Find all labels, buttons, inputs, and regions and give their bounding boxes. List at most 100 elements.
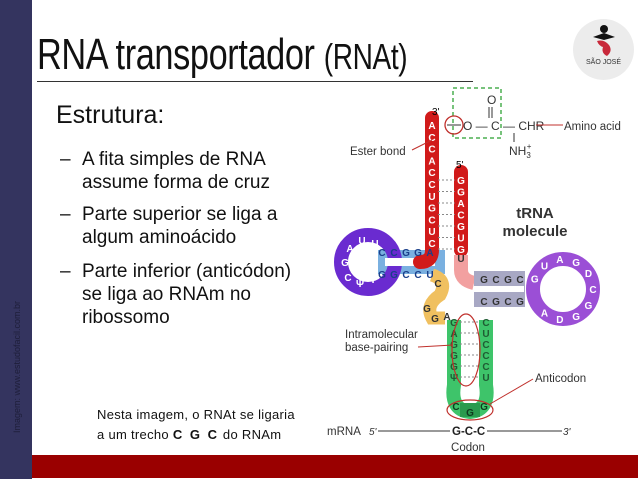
- nucleotide-acceptor-5: G: [457, 222, 465, 233]
- nucleotide-t-loop: A: [556, 255, 563, 266]
- section-heading: Estrutura:: [56, 101, 165, 129]
- nucleotide-d-loop: G: [341, 258, 349, 269]
- nucleotide-d-loop: U: [358, 236, 365, 247]
- nucleotide-d-loop: Ψ: [356, 279, 364, 290]
- nucleotide-t-loop: A: [541, 309, 548, 320]
- nucleotide-t-loop: G: [531, 275, 539, 286]
- logo-emblem-icon: [593, 25, 615, 56]
- bullet-text: A fita simples de RNA assume forma de cr…: [82, 149, 270, 193]
- label-mrna-3: 3': [563, 427, 572, 438]
- logo: SÃO JOSÉ: [573, 19, 634, 80]
- label-trna: tRNA: [516, 205, 554, 222]
- nucleotide-acceptor-5: G: [457, 188, 465, 199]
- nucleotide-acceptor-3: C: [428, 145, 435, 156]
- nucleotide-acceptor-5: G: [457, 245, 465, 256]
- connector-band: [423, 268, 450, 325]
- nucleotide-t-loop: D: [585, 269, 592, 280]
- nucleotide-t-loop: C: [589, 285, 596, 296]
- label-mrna: mRNA: [327, 426, 361, 438]
- nucleotide-d-stem-bottom: U: [426, 270, 433, 281]
- nucleotide-acceptor-5: C: [457, 211, 464, 222]
- chem-chain: O — C — CHR: [463, 119, 545, 133]
- label-codon: Codon: [451, 442, 485, 454]
- nucleotide-anticodon-right: C: [482, 340, 489, 351]
- note-bold-sequence: C G C: [172, 427, 219, 442]
- bullet-text: Parte superior se liga a algum aminoácid…: [82, 204, 278, 248]
- ester-bond-circle: [444, 115, 464, 135]
- nucleotide-anticodon-left: G: [450, 351, 458, 362]
- label-mrna-5: 5': [369, 427, 378, 438]
- nucleotide-d-stem-top: C: [390, 248, 397, 259]
- nucleotide-connector: C: [434, 279, 441, 290]
- amino-acid-box: [452, 87, 502, 139]
- bullet-dash: –: [60, 261, 71, 282]
- nucleotide-t-stem-bottom: C: [480, 297, 487, 308]
- nucleotide-d-stem-top: C: [378, 248, 385, 259]
- nucleotide-acceptor-5: U: [457, 234, 464, 245]
- nucleotide-t-stem-bottom: G: [492, 297, 500, 308]
- nucleotide-d-loop: C: [344, 273, 351, 284]
- label-anticodon: Anticodon: [535, 373, 586, 385]
- anticodon-ellipse: [446, 399, 494, 421]
- nucleotide-t-stem-top: C: [516, 275, 523, 286]
- nucleotide-connector: G: [423, 304, 431, 315]
- nucleotide-d-loop: A: [346, 244, 353, 255]
- nucleotide-d-stem-top: G: [402, 248, 410, 259]
- nucleotide-anticodon-right: U: [482, 373, 489, 384]
- variable-band: [454, 255, 476, 290]
- nucleotide-d-stem-top: G: [414, 248, 422, 259]
- nucleotide-acceptor-3: U: [428, 192, 435, 203]
- nucleotide-anticodon-right: C: [482, 318, 489, 329]
- nucleotide-acceptor-3: C: [428, 133, 435, 144]
- nucleotide-d-stem-top: A: [426, 248, 433, 259]
- label-base-pairing: base-pairing: [345, 342, 408, 354]
- nucleotide-t-loop: G: [572, 258, 580, 269]
- title-suffix: (RNAt): [323, 36, 408, 77]
- nucleotide-t-loop: D: [556, 315, 563, 326]
- caption-note: Nesta imagem, o RNAt se ligaria a um tre…: [97, 405, 295, 445]
- nucleotide-t-stem-bottom: G: [516, 297, 524, 308]
- nucleotide-anticodon-left: A: [450, 329, 457, 340]
- nucleotide-anticodon-right: C: [482, 351, 489, 362]
- title-underline: [37, 81, 473, 82]
- chem-oxygen: O: [487, 93, 496, 107]
- title-main: RNA transportador: [37, 30, 315, 79]
- nucleotide-anticodon-loop: C: [452, 402, 459, 413]
- acceptor-3-band: [413, 111, 439, 269]
- nucleotide-d-loop: T: [370, 275, 376, 286]
- nucleotide-anticodon-right: C: [482, 362, 489, 373]
- label-3prime: 3': [432, 107, 440, 118]
- codon-sequence: G-C-C: [452, 426, 485, 438]
- logo-text: SÃO JOSÉ: [585, 59, 621, 66]
- nucleotide-d-stem-bottom: C: [414, 270, 421, 281]
- nucleotide-acceptor-5-extra: U: [457, 254, 464, 265]
- bullet-dash: –: [60, 149, 71, 170]
- nucleotide-acceptor-3: C: [428, 180, 435, 191]
- sidebar-band: [0, 0, 32, 479]
- nucleotide-acceptor-3: G: [428, 204, 436, 215]
- nucleotide-d-loop: U: [371, 239, 378, 250]
- nucleotide-t-loop: G: [572, 312, 580, 323]
- chem-nh3: NH3+: [509, 142, 532, 160]
- label-molecule: molecule: [502, 223, 567, 240]
- nucleotide-d-stem-bottom: C: [402, 270, 409, 281]
- footer-bar: [32, 455, 638, 478]
- nucleotide-t-stem-top: G: [480, 275, 488, 286]
- bullet-dash: –: [60, 204, 71, 225]
- label-ester-bond: Ester bond: [350, 146, 406, 158]
- nucleotide-anticodon-right: U: [482, 329, 489, 340]
- nucleotide-anticodon-left: G: [450, 318, 458, 329]
- nucleotide-connector: G: [431, 314, 439, 325]
- nucleotide-acceptor-3: A: [428, 156, 435, 167]
- bullet-text: Parte inferior (anticódon) se liga ao RN…: [82, 261, 292, 328]
- nucleotide-d-stem-bottom: G: [378, 270, 386, 281]
- base-pairing-ellipse: [451, 313, 481, 387]
- label-amino-acid: Amino acid: [564, 121, 621, 133]
- nucleotide-anticodon-left: Ψ: [450, 373, 458, 384]
- nucleotide-t-stem-top: C: [492, 275, 499, 286]
- nucleotide-anticodon-left: G: [450, 340, 458, 351]
- label-5prime: 5': [456, 160, 464, 171]
- nucleotide-acceptor-5: G: [457, 176, 465, 187]
